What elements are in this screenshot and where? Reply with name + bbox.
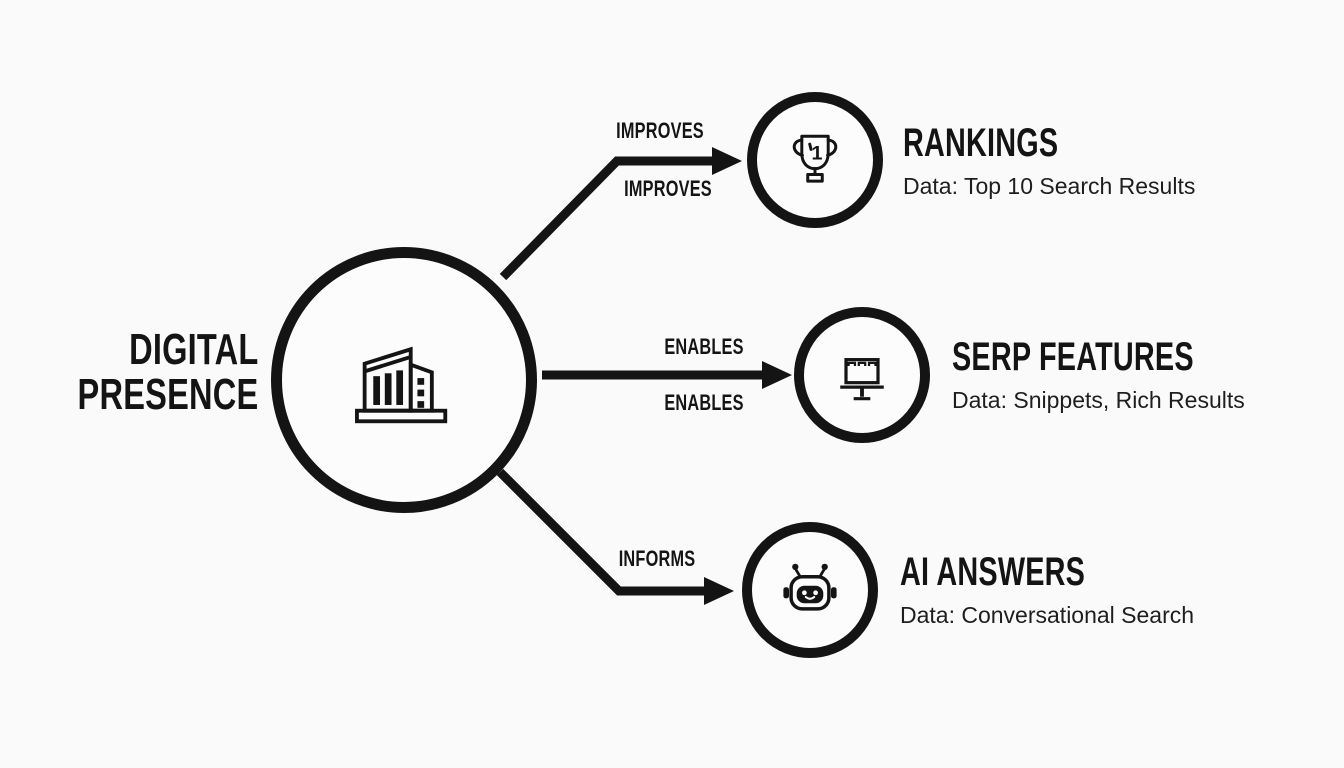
informs-arrow-line: [496, 468, 705, 596]
serp-features-node: [794, 307, 930, 443]
ai-answers-node: [742, 522, 878, 658]
rankings-title: RANKINGS: [903, 121, 1059, 165]
central-node-label: DIGITAL PRESENCE: [77, 327, 258, 417]
rankings-text-block: RANKINGS Data: Top 10 Search Results: [903, 123, 1195, 199]
ai-answers-title: AI ANSWERS: [900, 550, 1086, 594]
building-icon: [355, 346, 448, 424]
ai-answers-subtitle: Data: Conversational Search: [900, 602, 1195, 628]
serp-features-title: SERP FEATURES: [952, 335, 1194, 379]
rankings-subtitle: Data: Top 10 Search Results: [903, 173, 1196, 199]
improves-arrowhead: [712, 147, 742, 175]
trophy-icon: 1: [792, 134, 838, 183]
serp-features-subtitle: Data: Snippets, Rich Results: [952, 387, 1245, 413]
enables-label-bottom: ENABLES: [664, 390, 744, 415]
serp-features-text-block: SERP FEATURES Data: Snippets, Rich Resul…: [952, 337, 1288, 413]
ai-answers-text-block: AI ANSWERS Data: Conversational Search: [900, 552, 1194, 628]
central-label-line1: DIGITAL: [128, 325, 258, 374]
central-label-line2: PRESENCE: [77, 370, 258, 419]
robot-icon: [783, 563, 837, 611]
enables-label-top: ENABLES: [664, 334, 744, 359]
trophy-number: 1: [811, 142, 822, 164]
rankings-node: 1: [747, 92, 883, 228]
enables-arrowhead: [762, 361, 792, 389]
improves-label-bottom: IMPROVES: [624, 176, 712, 201]
improves-arrow-line: [499, 156, 713, 281]
informs-label: INFORMS: [618, 546, 696, 571]
informs-arrowhead: [704, 577, 734, 605]
improves-label-top: IMPROVES: [616, 118, 704, 143]
digital-presence-node: [271, 247, 537, 513]
billboard-icon: [840, 358, 884, 401]
